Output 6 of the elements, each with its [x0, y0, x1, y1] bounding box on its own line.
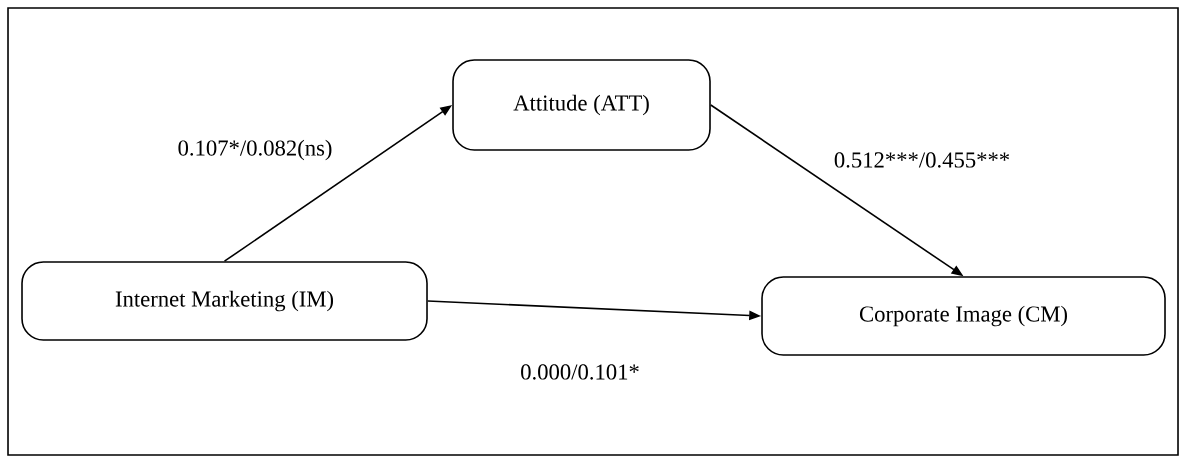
edge-label: 0.512***/0.455*** [832, 150, 1012, 170]
rounded-box: Attitude (ATT) [452, 59, 711, 151]
rounded-box: Corporate Image (CM) [761, 276, 1166, 356]
rounded-box: Internet Marketing (IM) [21, 261, 428, 341]
edge-label: 0.000/0.101* [518, 363, 642, 382]
edge-label: 0.107*/0.082(ns) [176, 138, 334, 162]
